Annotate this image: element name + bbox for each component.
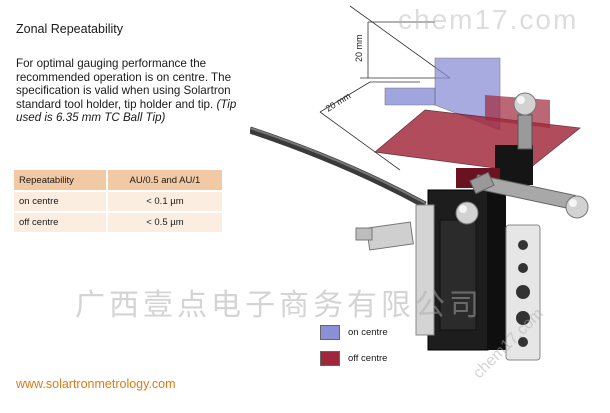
legend-label-off-centre: off centre	[348, 353, 388, 364]
legend-off-centre: off centre	[320, 351, 387, 366]
table-cell-label: on centre	[14, 190, 107, 212]
dimension-diagonal-label: 20 mm	[324, 91, 353, 114]
page-title: Zonal Repeatability	[16, 22, 124, 36]
table-header-row: Repeatability AU/0.5 and AU/1	[14, 170, 222, 191]
repeatability-table: Repeatability AU/0.5 and AU/1 on centre …	[14, 170, 222, 232]
legend-label-on-centre: on centre	[348, 327, 388, 338]
legend-swatch-off-centre	[320, 351, 340, 366]
description-text: For optimal gauging performance the reco…	[16, 57, 232, 111]
probe-cable	[250, 126, 427, 209]
description: For optimal gauging performance the reco…	[16, 57, 240, 125]
on-centre-zone	[384, 57, 501, 131]
table-header-model: AU/0.5 and AU/1	[105, 170, 222, 191]
footer-url[interactable]: www.solartronmetrology.com	[16, 377, 176, 391]
description-note: (Tip used is 6.35 mm TC Ball Tip)	[16, 97, 237, 125]
table-header-repeatability: Repeatability	[14, 170, 107, 191]
table-cell-label: off centre	[14, 211, 107, 232]
watermark-middle: 广西壹点电子商务有限公司	[75, 288, 483, 323]
table-row: on centre < 0.1 µm	[14, 190, 222, 212]
table-row: off centre < 0.5 µm	[14, 211, 222, 232]
watermark-top: chem17.com	[398, 4, 579, 35]
table-cell-value: < 0.1 µm	[105, 190, 222, 212]
probe-illustration: 20 mm 20 mm	[250, 5, 589, 361]
air-connector	[355, 221, 414, 251]
ball-tips	[455, 92, 589, 225]
legend-on-centre: on centre	[320, 325, 388, 340]
dimension-vertical-label: 20 mm	[354, 34, 364, 62]
legend-swatch-on-centre	[320, 325, 340, 340]
tool-holder	[456, 114, 576, 210]
dimension-lines	[319, 5, 451, 171]
table-cell-value: < 0.5 µm	[105, 211, 222, 232]
